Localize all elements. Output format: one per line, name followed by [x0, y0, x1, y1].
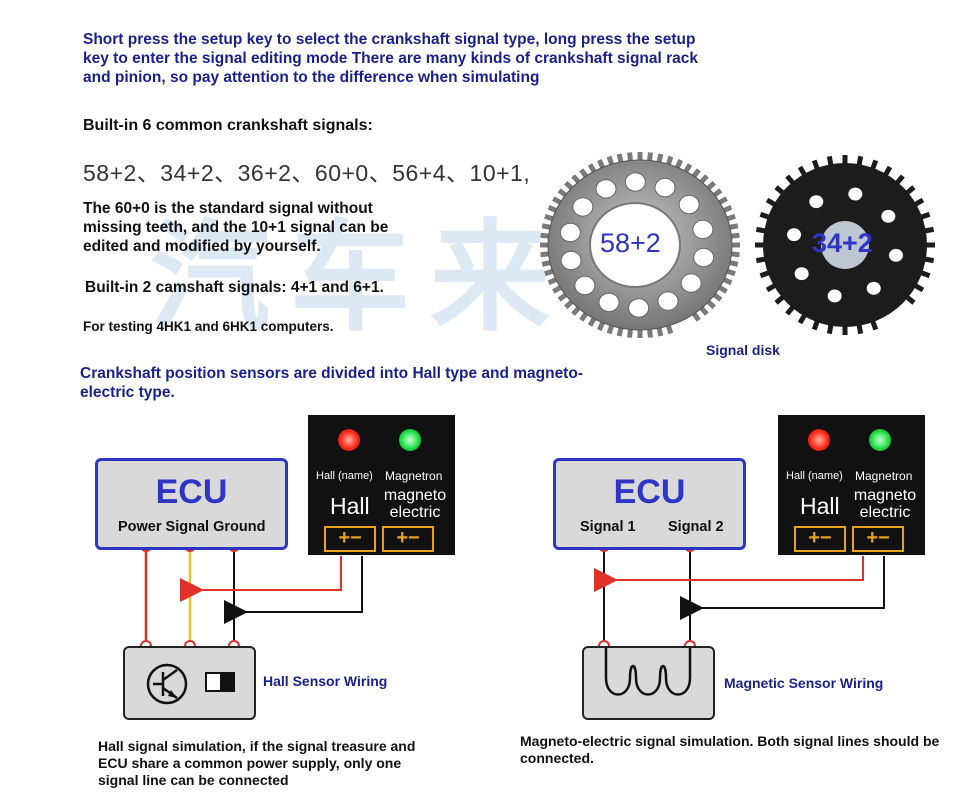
hall-description: Hall signal simulation, if the signal tr… — [98, 738, 416, 788]
hall-simulator-panel: Hall (name) Magnetron Hall magneto elect… — [308, 415, 455, 555]
magnet-icon — [205, 672, 235, 692]
mag-signal1-label: Signal 1 — [580, 519, 636, 535]
hall-name-label: Hall (name) — [316, 470, 373, 482]
red-led-icon — [808, 429, 830, 451]
magneto-big-label-1: magneto — [853, 487, 917, 504]
hall-ecu-box: ECU Power Signal Ground — [95, 458, 288, 550]
signal-disk-34-2 — [755, 155, 935, 335]
coil-icon — [604, 648, 692, 696]
hall-big-label: Hall — [330, 493, 370, 519]
red-led-icon — [338, 429, 360, 451]
green-led-icon — [399, 429, 421, 451]
builtin-crank-title: Built-in 6 common crankshaft signals: — [83, 117, 373, 134]
magneto-big-label-1: magneto — [383, 487, 447, 504]
intro-paragraph: Short press the setup key to select the … — [83, 31, 699, 86]
mag-description: Magneto-electric signal simulation. Both… — [520, 733, 940, 766]
disk1-label: 58+2 — [600, 228, 661, 258]
signal-disk-58-2 — [540, 152, 740, 338]
hall-name-label: Hall (name) — [786, 470, 843, 482]
testing-note: For testing 4HK1 and 6HK1 computers. — [83, 319, 334, 334]
mag-ecu-box: ECU Signal 1 Signal 2 — [553, 458, 746, 550]
hall-ecu-title: ECU — [155, 473, 228, 511]
hall-sensor-box — [123, 646, 256, 720]
watermark: 汽车来 — [150, 211, 570, 345]
transistor-icon — [146, 663, 188, 705]
mag-red-arrow — [594, 556, 864, 592]
standard-signal-note: The 60+0 is the standard signal without … — [83, 200, 389, 255]
hall-ecu-label: Power Signal Ground — [118, 519, 266, 535]
magneto-pin-connector: +− — [382, 526, 434, 552]
crank-signals-list: 58+2、34+2、36+2、60+0、56+4、10+1, — [83, 160, 531, 186]
magneto-big-label-2: electric — [389, 504, 441, 521]
mag-simulator-panel: Hall (name) Magnetron Hall magneto elect… — [778, 415, 925, 555]
hall-pin-connector: +− — [794, 526, 846, 552]
hall-pin-connector: +− — [324, 526, 376, 552]
mag-sensor-box — [582, 646, 715, 720]
hall-big-label: Hall — [800, 493, 840, 519]
sensors-heading: Crankshaft position sensors are divided … — [80, 365, 583, 401]
hall-red-arrow — [180, 556, 342, 602]
green-led-icon — [869, 429, 891, 451]
mag-signal2-label: Signal 2 — [668, 519, 724, 535]
mag-wiring-caption: Magnetic Sensor Wiring — [724, 675, 884, 691]
camshaft-signals: Built-in 2 camshaft signals: 4+1 and 6+1… — [85, 279, 384, 296]
magnetron-label: Magnetron — [855, 469, 913, 483]
mag-black-arrow — [680, 556, 885, 620]
magneto-big-label-2: electric — [859, 504, 911, 521]
magnetron-label: Magnetron — [385, 469, 443, 483]
hall-wiring-caption: Hall Sensor Wiring — [263, 673, 388, 689]
signal-disk-caption: Signal disk — [706, 342, 780, 358]
mag-ecu-title: ECU — [613, 473, 686, 511]
hall-black-arrow — [224, 556, 363, 624]
magneto-pin-connector: +− — [852, 526, 904, 552]
disk2-label: 34+2 — [812, 228, 873, 258]
